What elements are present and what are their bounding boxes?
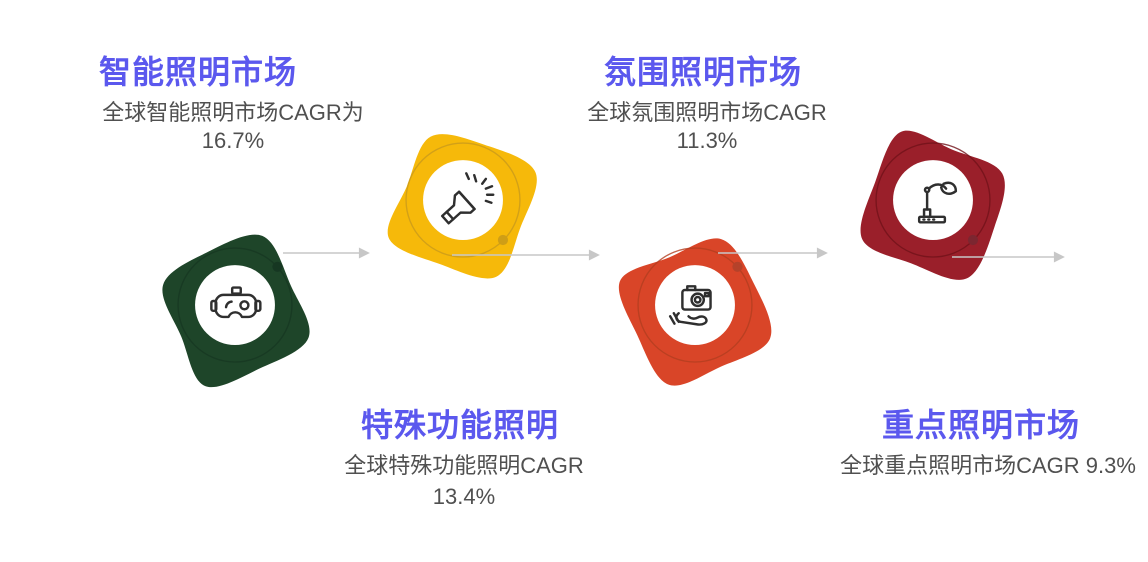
icon-circle <box>195 265 275 345</box>
decor-ring <box>637 247 753 363</box>
blob-special-function <box>387 134 537 279</box>
decor-dot <box>967 234 979 246</box>
decor-ring <box>177 247 293 363</box>
node-title-special-function: 特殊功能照明 <box>360 407 560 443</box>
flashlight-icon <box>440 172 495 225</box>
icon-circle <box>423 160 503 240</box>
camera-in-hand-icon <box>668 285 712 326</box>
node-subtitle-line: 全球特殊功能照明CAGR <box>344 453 584 478</box>
node-cagr-value: 13.4% <box>432 484 496 509</box>
icon-circle <box>893 160 973 240</box>
vr-goggles-icon <box>210 286 262 319</box>
node-subtitle-line: 全球重点照明市场CAGR 9.3% <box>840 453 1136 478</box>
decor-dot <box>732 261 743 272</box>
blob-ambient-lighting <box>618 238 772 386</box>
decor-dot <box>272 261 283 272</box>
node-title-smart-lighting: 智能照明市场 <box>98 54 298 90</box>
blob-accent-lighting <box>860 130 1005 280</box>
node-title-accent-lighting: 重点照明市场 <box>881 407 1081 443</box>
node-cagr-value: 16.7% <box>201 128 265 153</box>
node-subtitle-line: 全球氛围照明市场CAGR <box>587 100 827 125</box>
blob-smart-lighting <box>162 234 310 388</box>
node-subtitle-line: 全球智能照明市场CAGR为 <box>102 100 364 125</box>
node-title-ambient-lighting: 氛围照明市场 <box>603 54 803 90</box>
decor-ring <box>875 142 991 258</box>
node-cagr-value: 11.3% <box>676 128 738 153</box>
decor-dot <box>497 234 509 246</box>
decor-ring <box>405 142 521 258</box>
desk-lamp-icon <box>917 181 958 224</box>
